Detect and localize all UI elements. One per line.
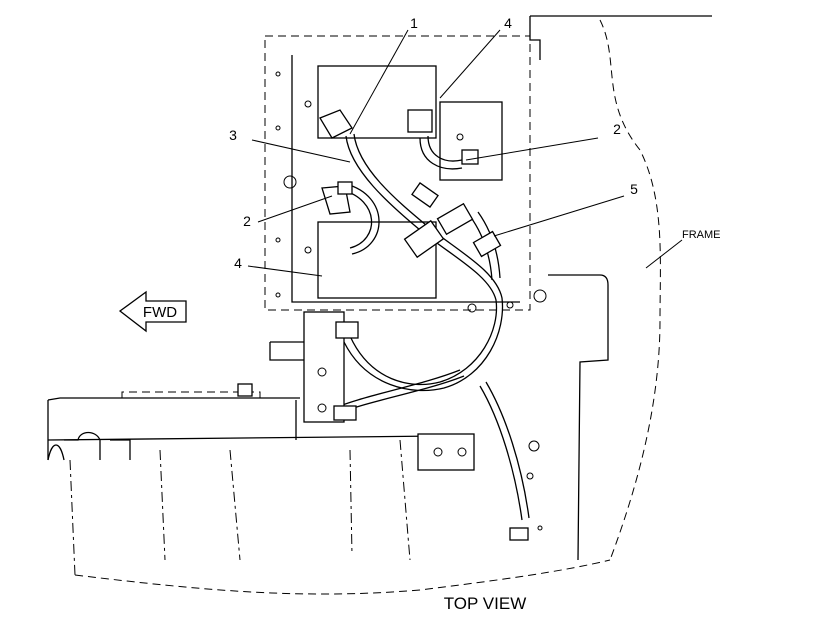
view-label: TOP VIEW	[444, 594, 527, 613]
leader-lines	[247, 29, 683, 277]
callout-4-left: 4	[234, 255, 242, 271]
callout-1: 1	[410, 15, 418, 31]
fwd-label: FWD	[143, 304, 177, 321]
arrow-left-icon	[118, 290, 187, 333]
frame-label: FRAME	[682, 229, 721, 241]
battery-box-lower	[317, 185, 437, 299]
switch-assembly	[269, 311, 359, 440]
mounting-plate	[264, 35, 531, 311]
callout-3: 3	[229, 127, 237, 143]
cable-harness	[329, 133, 530, 521]
connectors	[337, 149, 547, 313]
battery-box-upper	[317, 65, 503, 181]
callout-5: 5	[630, 181, 638, 197]
callout-4-top: 4	[504, 15, 512, 31]
callout-2-left: 2	[243, 213, 251, 229]
chassis-outline	[47, 383, 611, 595]
callout-2-right: 2	[613, 121, 621, 137]
frame-structure	[529, 15, 712, 561]
